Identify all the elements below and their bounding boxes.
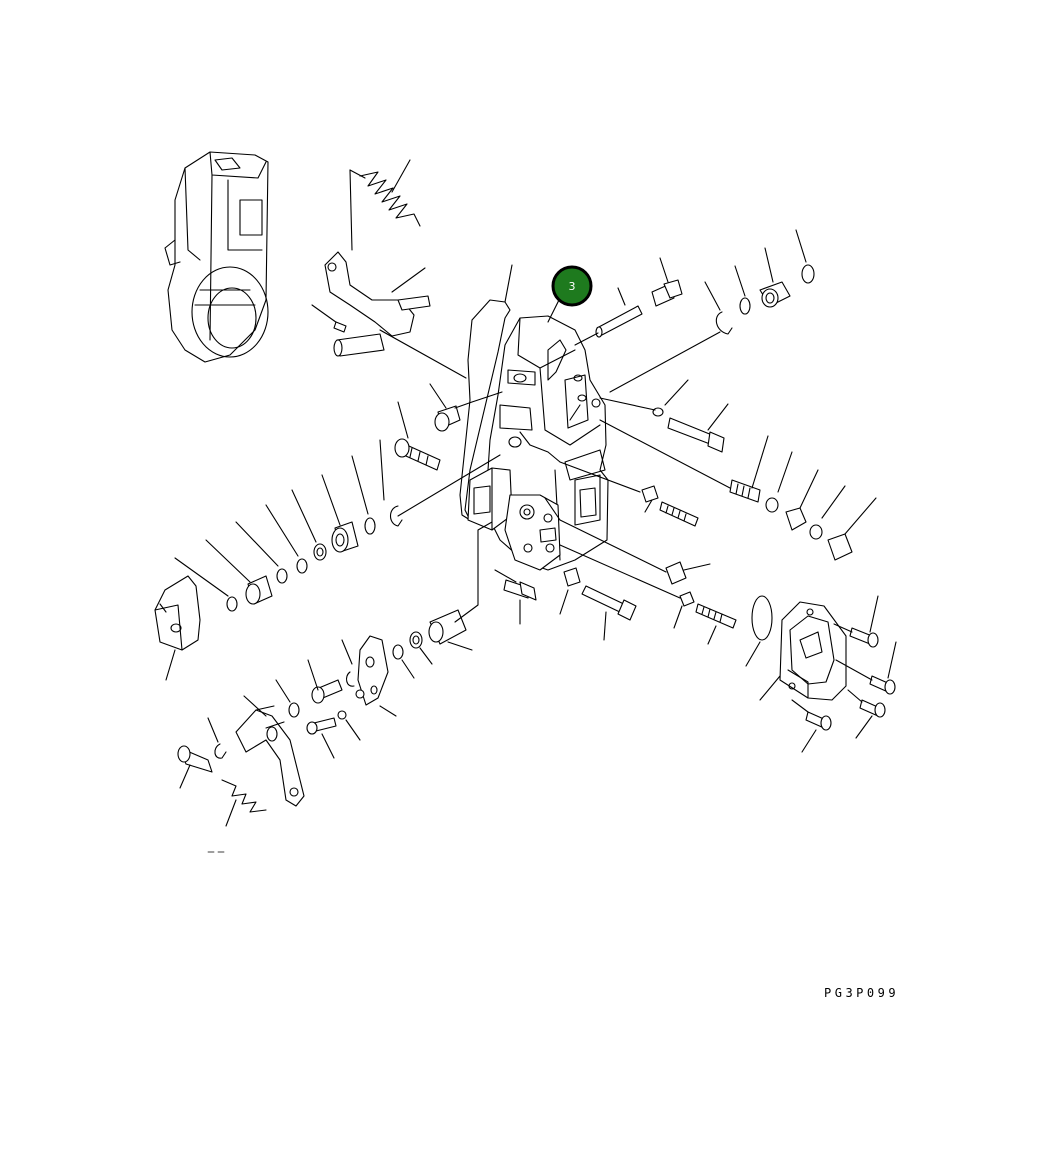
callout-3[interactable]: 3 (547, 265, 593, 323)
callout-label: 3 (569, 280, 576, 293)
governor-spring (349, 159, 421, 251)
callout-badge (551, 265, 593, 307)
lever-bracket (154, 575, 201, 681)
control-lever-arm (311, 251, 467, 379)
stop-lever (177, 695, 305, 827)
cover-gasket (459, 264, 513, 521)
side-cover (745, 595, 897, 753)
left-shaft-parts (174, 383, 503, 612)
right-side-fasteners (591, 379, 877, 561)
center-studs (544, 461, 737, 645)
valve-body (467, 315, 609, 571)
pump-housing (164, 151, 269, 363)
upper-right-parts (574, 229, 815, 393)
drawing-code: PG3P099 (824, 986, 900, 1000)
lower-center-fasteners (494, 567, 637, 641)
lower-cam-parts (275, 521, 493, 759)
